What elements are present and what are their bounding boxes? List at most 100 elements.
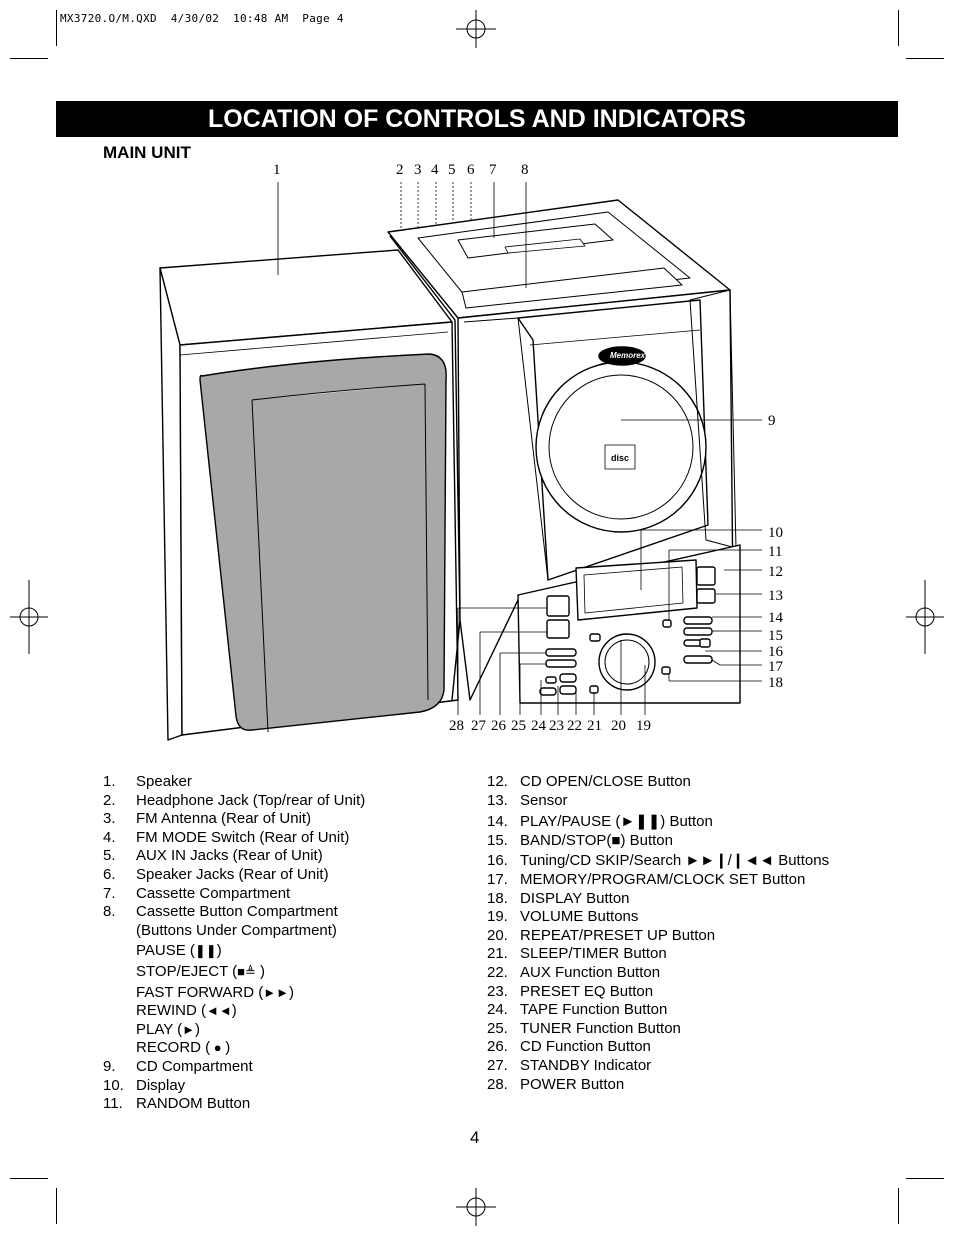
callout-14: 14	[768, 610, 784, 626]
item-text: TAPE Function Button	[520, 1001, 668, 1019]
item-text: MEMORY/PROGRAM/CLOCK SET Button	[520, 870, 806, 888]
page-title: LOCATION OF CONTROLS AND INDICATORS	[208, 105, 746, 133]
callout-1: 1	[273, 162, 281, 178]
callout-5: 5	[448, 162, 456, 178]
item-number: 1.	[103, 773, 116, 790]
callout-15: 15	[768, 628, 783, 644]
list-item: 20.REPEAT/PRESET UP Button	[487, 927, 887, 946]
list-item: 24. TAPE Function Button	[487, 1001, 887, 1020]
callout-7: 7	[489, 162, 497, 178]
callout-22: 22	[567, 718, 582, 734]
item-text: FM Antenna (Rear of Unit)	[136, 810, 312, 828]
list-item: 6.Speaker Jacks (Rear of Unit)	[103, 866, 483, 885]
list-item: 8.Cassette Button Compartment	[103, 903, 483, 922]
callout-labels: 1 2 3 4 5 6 7 8 9 10 11 12 13 14 15 16 1…	[273, 162, 784, 734]
callout-21: 21	[587, 718, 602, 734]
list-item: 18. DISPLAY Button	[487, 890, 887, 909]
main-unit-illustration	[387, 199, 741, 704]
page-number: 4	[470, 1128, 480, 1147]
item-text: STANDBY Indicator	[520, 1056, 652, 1074]
cassette-button-record: RECORD ( ● )	[136, 1039, 231, 1057]
disc-logo: disc	[611, 453, 629, 463]
item-text: CD OPEN/CLOSE Button	[520, 773, 691, 790]
item-number: 11.	[103, 1095, 123, 1113]
item-text: Speaker	[136, 773, 192, 790]
item-text: PLAY/PAUSE (►❚❚) Button	[520, 813, 713, 831]
callout-23: 23	[549, 718, 564, 734]
list-item: 5. AUX IN Jacks (Rear of Unit)	[103, 847, 483, 866]
item-text: AUX IN Jacks (Rear of Unit)	[136, 847, 323, 865]
list-item: 27. STANDBY Indicator	[487, 1057, 887, 1076]
cassette-button-pause: PAUSE (❚❚)	[136, 942, 222, 960]
item-number: 25.	[487, 1019, 508, 1037]
item-text: Display	[136, 1076, 186, 1094]
list-item: 7.Cassette Compartment	[103, 885, 483, 904]
item-number: 16.	[487, 852, 508, 870]
item-number: 9.	[103, 1057, 116, 1075]
item-text: TUNER Function Button	[520, 1019, 681, 1037]
item-number: 2.	[103, 791, 116, 809]
registration-marks	[10, 10, 944, 1226]
item-text: SLEEP/TIMER Button	[520, 945, 667, 963]
callout-9: 9	[768, 413, 776, 429]
item-text: Sensor	[520, 791, 568, 809]
callout-27: 27	[471, 718, 487, 734]
item-number: 15.	[487, 831, 508, 849]
callout-2: 2	[396, 162, 404, 178]
item-text: BAND/STOP(■) Button	[520, 831, 673, 849]
list-item: 21. SLEEP/TIMER Button	[487, 945, 887, 964]
item-text: Tuning/CD SKIP/Search ►►❙/❙◄◄ Buttons	[520, 852, 830, 870]
list-item: 28.POWER Button	[487, 1076, 887, 1095]
callout-25: 25	[511, 718, 526, 734]
list-item: 12.CD OPEN/CLOSE Button	[487, 773, 887, 792]
controls-list-left: 1.Speaker 2.Headphone Jack (Top/rear of …	[103, 773, 483, 1114]
callout-3: 3	[414, 162, 422, 178]
item-number: 23.	[487, 982, 508, 1000]
controls-list-right: 12.CD OPEN/CLOSE Button 13.Sensor 14.PLA…	[487, 773, 887, 1094]
speaker-illustration	[159, 249, 459, 741]
item-text: DISPLAY Button	[520, 889, 630, 907]
callout-16: 16	[768, 644, 784, 660]
list-item: 11. RANDOM Button	[103, 1095, 483, 1114]
list-item: 25. TUNER Function Button	[487, 1020, 887, 1039]
item-number: 26.	[487, 1038, 508, 1056]
list-item: 16. Tuning/CD SKIP/Search ►►❙/❙◄◄ Buttons	[487, 852, 887, 871]
item-text: REPEAT/PRESET UP Button	[520, 926, 716, 944]
item-number: 5.	[103, 847, 116, 865]
item-number: 27.	[487, 1056, 508, 1074]
item-number: 6.	[103, 865, 116, 883]
item-number: 13.	[487, 791, 508, 809]
item-number: 10.	[103, 1076, 124, 1094]
item-text: Cassette Compartment	[136, 884, 291, 902]
callout-13: 13	[768, 588, 783, 604]
item-text: Cassette Button Compartment	[136, 903, 338, 921]
brand-badge: Memorex	[610, 351, 646, 360]
item-text: AUX Function Button	[520, 963, 661, 981]
cassette-button-rewind: REWIND (◄◄)	[136, 1002, 237, 1020]
list-item: 17.MEMORY/PROGRAM/CLOCK SET Button	[487, 871, 887, 890]
callout-18: 18	[768, 675, 783, 691]
callout-28: 28	[449, 718, 464, 734]
item-number: 24.	[487, 1001, 508, 1019]
item-number: 21.	[487, 945, 508, 963]
list-item: 9.CD Compartment	[103, 1058, 483, 1077]
list-item: 10. Display	[103, 1077, 483, 1096]
callout-20: 20	[611, 718, 626, 734]
callout-6: 6	[467, 162, 475, 178]
callout-19: 19	[636, 718, 651, 734]
item-number: 3.	[103, 810, 116, 828]
item-number: 22.	[487, 963, 508, 981]
item-text: RANDOM Button	[136, 1095, 251, 1113]
list-item: 4. FM MODE Switch (Rear of Unit)	[103, 829, 483, 848]
cassette-button-stop-eject: STOP/EJECT (■≜ )	[136, 962, 266, 980]
item-text: FM MODE Switch (Rear of Unit)	[136, 828, 350, 846]
print-slug: MX3720.O/M.QXD 4/30/02 10:48 AM Page 4	[60, 12, 344, 25]
item-number: 28.	[487, 1075, 508, 1093]
callout-26: 26	[491, 718, 507, 734]
list-item: 26.CD Function Button	[487, 1038, 887, 1057]
cassette-button-fast-forward: FAST FORWARD (►►)	[136, 983, 294, 1001]
item-number: 18.	[487, 889, 508, 907]
item-number: 4.	[103, 828, 116, 846]
section-heading: MAIN UNIT	[103, 143, 191, 162]
title-bar: LOCATION OF CONTROLS AND INDICATORS	[56, 101, 898, 137]
